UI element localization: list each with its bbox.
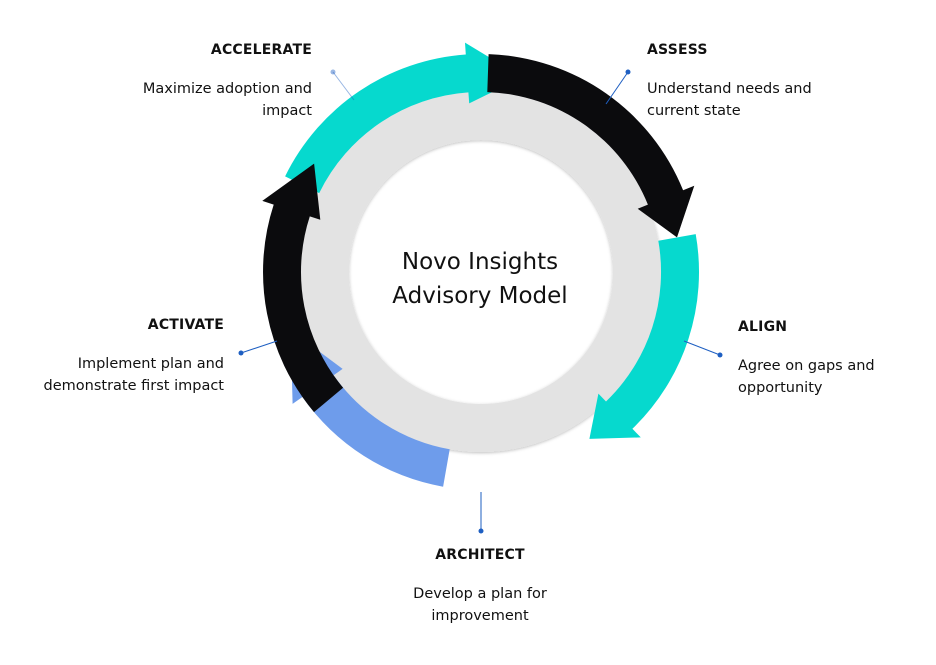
stage-activate: ACTIVATE Implement plan and demonstrate … — [24, 314, 224, 397]
title-line-1: Novo Insights — [401, 249, 559, 275]
diagram-title: Novo Insights Advisory Model — [330, 245, 630, 313]
description-line: improvement — [431, 608, 529, 624]
description-line: Implement plan and — [77, 356, 224, 372]
description-line: impact — [262, 103, 312, 119]
inner-ring — [301, 92, 661, 452]
activate-connector-line — [240, 340, 278, 354]
align-connector-dot — [717, 352, 723, 358]
stage-assess-description: Understand needs and current state — [647, 78, 812, 122]
description-line: demonstrate first impact — [43, 378, 224, 394]
activate-arrow — [262, 163, 344, 413]
description-line: current state — [647, 103, 741, 119]
architect-connector-dot — [478, 528, 484, 534]
stage-accelerate: ACCELERATE Maximize adoption and impact — [112, 39, 312, 122]
description-line: Develop a plan for — [413, 586, 547, 602]
stage-architect-title: ARCHITECT — [435, 547, 525, 563]
accelerate-connector-line — [332, 71, 355, 101]
description-line: Maximize adoption and — [142, 81, 312, 97]
align-connector-line — [683, 340, 721, 356]
stage-architect: ARCHITECT Develop a plan for improvement — [380, 544, 580, 627]
accelerate-arrow — [285, 42, 523, 194]
stage-align-description: Agree on gaps and opportunity — [738, 355, 875, 399]
stage-align-title: ALIGN — [738, 319, 788, 335]
assess-arrow — [487, 54, 695, 238]
assess-connector-line — [605, 71, 629, 105]
description-line: Agree on gaps and — [738, 358, 875, 374]
accelerate-connector-dot — [330, 69, 336, 75]
stage-activate-title: ACTIVATE — [147, 317, 224, 333]
stage-assess-title: ASSESS — [647, 42, 708, 58]
stage-assess: ASSESS Understand needs and current stat… — [647, 39, 812, 122]
architect-arrow — [290, 330, 450, 487]
align-arrow — [589, 234, 700, 439]
description-line: Understand needs and — [647, 81, 812, 97]
activate-connector-dot — [238, 350, 244, 356]
stage-align: ALIGN Agree on gaps and opportunity — [738, 316, 875, 399]
stage-accelerate-description: Maximize adoption and impact — [112, 78, 312, 122]
description-line: opportunity — [738, 380, 823, 396]
stage-accelerate-title: ACCELERATE — [210, 42, 312, 58]
stage-activate-description: Implement plan and demonstrate first imp… — [24, 353, 224, 397]
stage-architect-description: Develop a plan for improvement — [380, 583, 580, 627]
assess-connector-dot — [625, 69, 631, 75]
title-line-2: Advisory Model — [392, 283, 568, 309]
